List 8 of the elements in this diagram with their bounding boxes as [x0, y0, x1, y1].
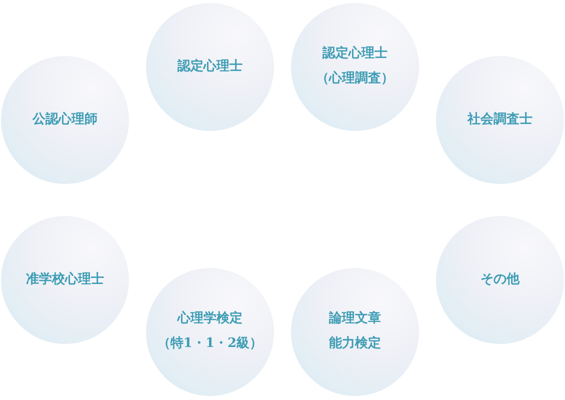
qualification-name: 論理文章能力検定 [329, 310, 381, 353]
qualification-name: 公認心理師 [32, 110, 98, 129]
qualification-name: 准学校心理士 [26, 270, 104, 289]
qualification-name: その他 [480, 270, 520, 289]
qualification-name: 心理学検定（特1・1・2級） [157, 310, 263, 353]
qualification-name: 社会調査士 [468, 110, 532, 129]
qualification-name: 認定心理士 [178, 58, 242, 76]
qualification-name: 認定心理士（心理調査） [316, 44, 394, 88]
